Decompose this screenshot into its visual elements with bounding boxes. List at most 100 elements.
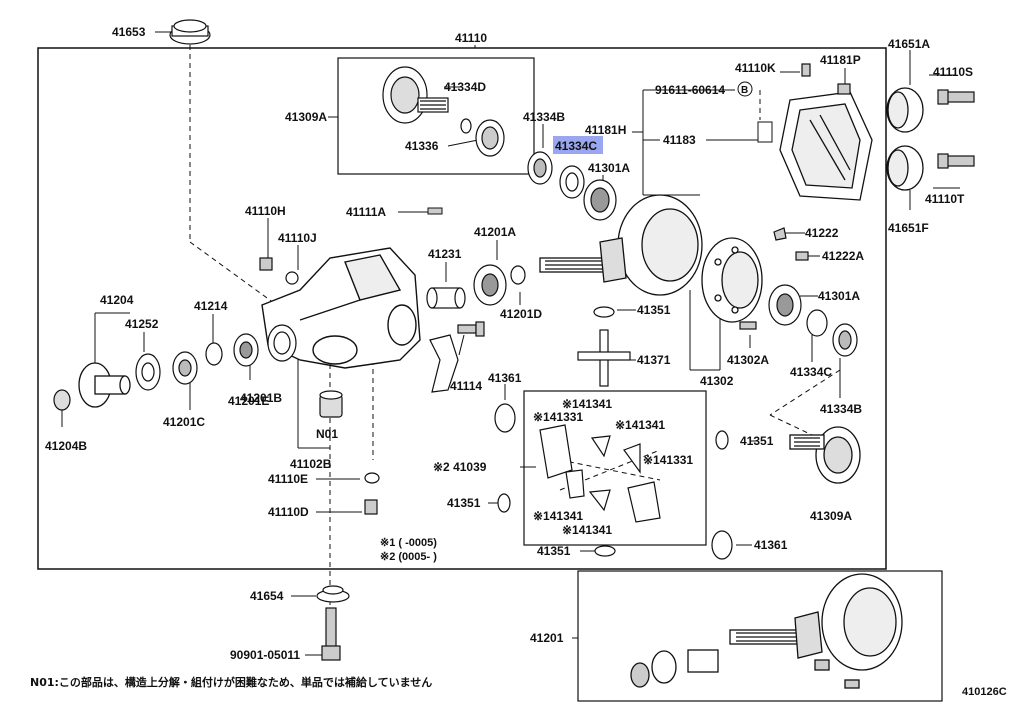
label-41111A[interactable]: 41111A [346,205,386,219]
label-41371[interactable]: 41371 [637,353,671,367]
washer-41334C-top [559,165,585,199]
thrust-washer-41361-bottom [711,530,733,560]
label-41351-b[interactable]: 41351 [740,434,774,448]
side-gear-lower [627,481,661,523]
label-41361-a[interactable]: 41361 [488,371,522,385]
flange-41204 [78,362,131,408]
bearing-41201B [233,333,259,367]
label-90901-05011[interactable]: 90901-05011 [230,648,300,662]
label-N01[interactable]: N01 [316,427,338,441]
gasket-41110J [285,271,299,285]
shim-41201D [510,265,526,285]
oil-seal-41201C [172,351,198,385]
ring-gear-pinion-main [539,194,703,296]
label-41201[interactable]: 41201 [530,631,564,645]
label-41222[interactable]: 41222 [805,226,839,240]
bearing-cap [429,334,459,393]
companion-flange-frame [337,57,535,175]
label-41201E[interactable]: 41201E [228,394,269,408]
label-141341-a[interactable]: ※141341 [562,397,612,411]
label-41301A-top[interactable]: 41301A [588,161,630,175]
label-41334B-right[interactable]: 41334B [820,402,862,416]
label-41653[interactable]: 41653 [112,25,146,39]
bearing-race-41201E [267,324,297,362]
breather-41181P [837,83,851,95]
oil-seal-41336 [475,119,505,157]
label-41301A-right[interactable]: 41301A [818,289,860,303]
highlight-box [553,136,603,154]
label-41231[interactable]: 41231 [428,247,462,261]
bolt-41222A [795,251,809,261]
washer-41351-top [593,306,615,318]
cap-41651A [886,87,924,133]
snap-ring-41334D [460,118,472,134]
label-41110[interactable]: 41110 [455,31,487,45]
label-41201D[interactable]: 41201D [500,307,542,321]
carrier-housing-41110 [261,247,421,369]
label-41334C-top[interactable]: 41334C [555,139,597,153]
bolt-41114 [457,321,485,337]
label-141341-b[interactable]: ※141341 [615,418,665,432]
footnote: N01:この部品は、構造上分解・組付けが困難なため、単品では補給していません [30,675,432,689]
label-41309A-right[interactable]: 41309A [810,509,852,523]
label-41201B[interactable]: 41201B [240,391,282,405]
label-41114[interactable]: 41114 [450,379,482,393]
label-41110J[interactable]: 41110J [278,231,317,245]
label-41110E[interactable]: 41110E [268,472,308,486]
reference-b-circle [737,81,753,97]
plug-41110D [364,499,378,515]
ring-pinion-set-41201 [630,573,903,689]
label-41222A[interactable]: 41222A [822,249,864,263]
label-41651F[interactable]: 41651F [888,221,929,235]
label-41651A[interactable]: 41651A [888,37,930,51]
label-41302[interactable]: 41302 [700,374,734,388]
gasket-41183 [757,121,773,143]
label-41302A[interactable]: 41302A [727,353,769,367]
label-41102B[interactable]: 41102B [290,457,332,471]
label-41181H[interactable]: 41181H [585,123,626,137]
washer-41351-right [715,430,729,450]
label-41204B[interactable]: 41204B [45,439,87,453]
label-141331-b[interactable]: ※141331 [643,453,693,467]
label-41351-c[interactable]: 41351 [447,496,481,510]
side-gear-upper [539,424,573,479]
label-41110S[interactable]: 41110S [933,65,973,79]
label-41110T[interactable]: 41110T [925,192,965,206]
label-41110H[interactable]: 41110H [245,204,286,218]
label-41201C[interactable]: 41201C [163,415,205,429]
label-41214[interactable]: 41214 [194,299,228,313]
label-41309A-top[interactable]: 41309A [285,110,327,124]
label-141341-c[interactable]: ※141341 [533,509,583,523]
label-41334D[interactable]: 41334D [444,80,486,94]
diff-cover-41181H [779,91,873,201]
label-141331-a[interactable]: ※141331 [533,410,583,424]
label-41351-a[interactable]: 41351 [637,303,671,317]
label-41252[interactable]: 41252 [125,317,159,331]
label-41361-b[interactable]: 41361 [754,538,788,552]
label-41334C-right[interactable]: 41334C [790,365,832,379]
label-91611-60614[interactable]: 91611-60614 [655,83,725,97]
washer-41351-bottom [594,545,616,557]
label-41334B-top[interactable]: 41334B [523,110,565,124]
companion-flange-41309A [382,66,449,124]
cap-41651F [886,145,924,191]
label-141341-d[interactable]: ※141341 [562,523,612,537]
oil-slinger-41252 [135,353,161,391]
label-41039[interactable]: ※2 41039 [433,460,487,474]
label-41181P[interactable]: 41181P [820,53,861,67]
label-41110D[interactable]: 41110D [268,505,309,519]
legend-row-1: ※1 ( -0005) [380,537,437,549]
leader-lines [61,31,960,656]
label-41336[interactable]: 41336 [405,139,439,153]
oil-seal-41334B-top [527,151,553,185]
plug-41110T [937,153,975,169]
label-41201A[interactable]: 41201A [474,225,516,239]
label-41654[interactable]: 41654 [250,589,284,603]
label-41351-d[interactable]: 41351 [537,544,571,558]
label-41110K[interactable]: 41110K [735,61,776,75]
legend-row-2: ※2 (0005- ) [380,551,437,563]
label-41204[interactable]: 41204 [100,293,134,307]
label-41183[interactable]: 41183 [663,133,696,147]
